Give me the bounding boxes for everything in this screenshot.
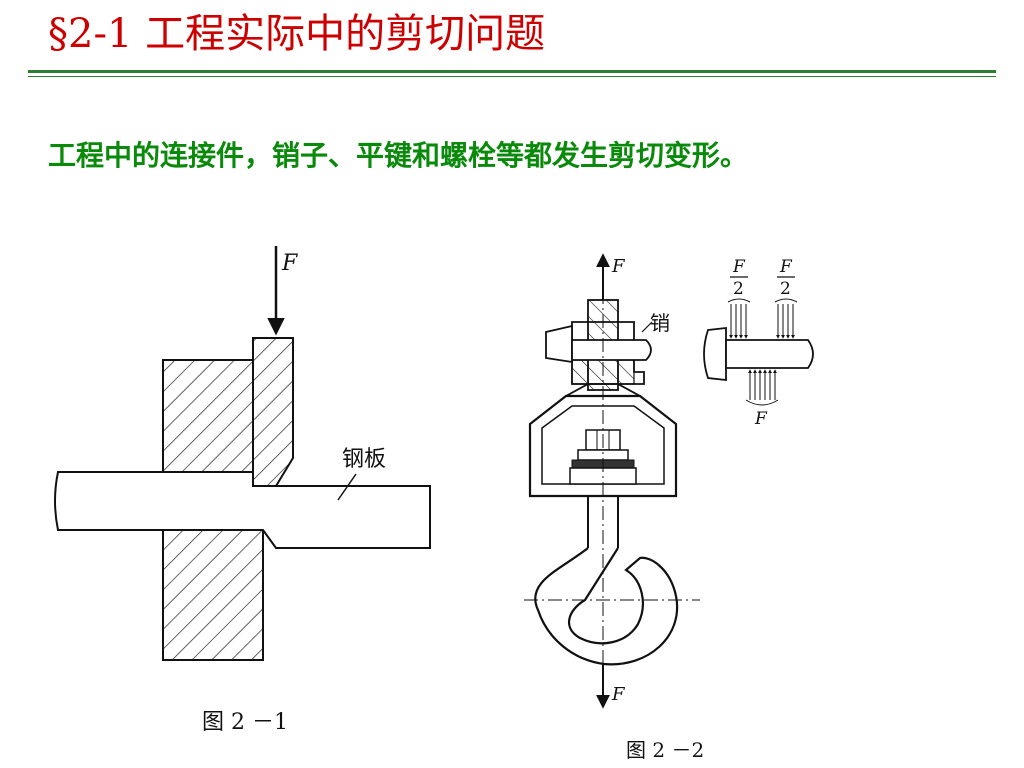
pin-label: 销: [650, 311, 670, 335]
title-divider-thick: [28, 70, 996, 73]
figure-2-1-caption: 图 2 －1: [202, 710, 288, 735]
slide-title: §2-1 工程实际中的剪切问题: [48, 11, 546, 57]
slide-body-text: 工程中的连接件，销子、平键和螺栓等都发生剪切变形。: [48, 139, 749, 172]
pin-free-body-diagram: F 2 F 2: [703, 257, 814, 429]
plate-label: 钢板: [342, 447, 386, 472]
fbd-pin-shaft: [725, 339, 814, 369]
force-label-f: F: [281, 251, 298, 276]
force-top-label: F: [611, 256, 626, 277]
title-divider-thin: [28, 76, 996, 77]
force-bottom-label: F: [611, 684, 626, 705]
pin-head: [545, 324, 573, 364]
half-force-right-numerator: F: [779, 257, 793, 277]
steel-plate: [54, 471, 431, 549]
pin-shaft: [571, 339, 652, 361]
half-force-left-numerator: F: [732, 257, 746, 277]
hook: [534, 547, 679, 666]
fixed-block-upper: [162, 359, 254, 473]
figure-2-1: F 钢板 图 2 －1: [54, 246, 431, 735]
figure-2-2-caption: 图 2 －2: [626, 738, 704, 762]
half-force-left-denominator: 2: [733, 279, 744, 299]
figure-2-2: F 销 F F 2: [524, 253, 814, 762]
fbd-pin-head: [703, 326, 727, 382]
half-force-right-denominator: 2: [780, 279, 791, 299]
reaction-force-label: F: [754, 409, 768, 429]
plate-leader: [337, 473, 357, 501]
fixed-block-lower: [162, 529, 264, 661]
shear-blade: [252, 337, 294, 487]
